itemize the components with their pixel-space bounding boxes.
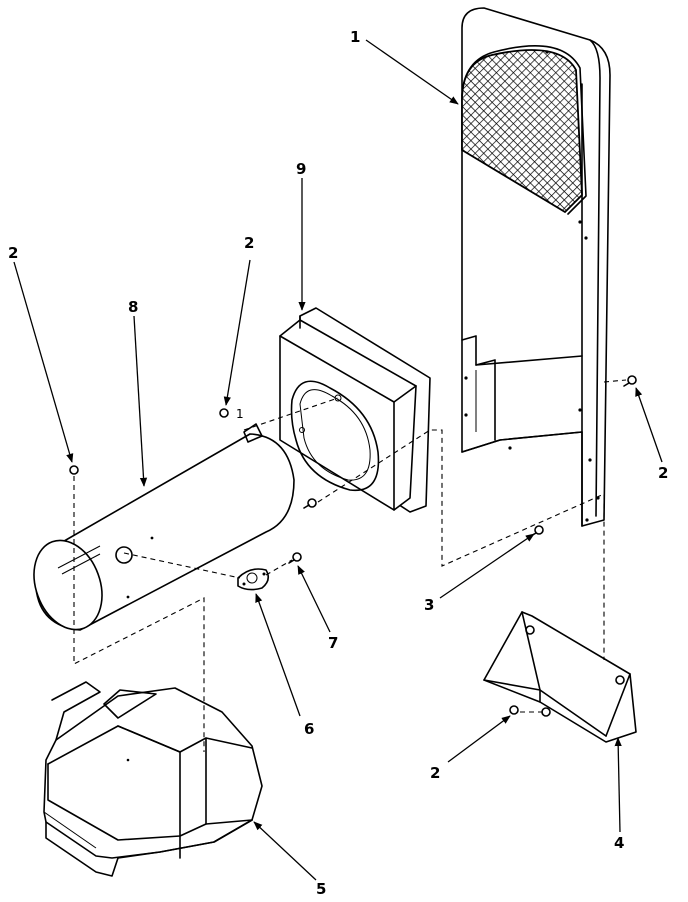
- screw-duct: [303, 498, 317, 509]
- callout-3: 3: [424, 596, 434, 614]
- screw-top: [219, 408, 229, 418]
- callout-1-small: 1: [236, 407, 244, 421]
- callout-7: 7: [328, 634, 338, 652]
- screw-bottom: [509, 705, 519, 715]
- callout-8: 8: [128, 298, 138, 316]
- bracket-part-4: [483, 611, 637, 743]
- leader-lines: [13, 39, 663, 881]
- callout-6: 6: [304, 720, 314, 738]
- thermostat-part-6: [237, 568, 270, 591]
- callout-2-right: 2: [658, 464, 668, 482]
- blower-housing-part-5: [43, 681, 263, 877]
- callout-1: 1: [350, 28, 360, 46]
- callout-2-top: 2: [244, 234, 254, 252]
- callout-5: 5: [316, 880, 326, 898]
- duct-opening: [290, 380, 380, 492]
- callout-labels: 1 2 2 8 9 1 2 3 7 6 2 4 5: [8, 28, 668, 898]
- exhaust-duct-part-8: [33, 423, 295, 631]
- assembly-lines: [73, 379, 627, 752]
- rear-panel-part-1: [461, 7, 611, 527]
- callout-9: 9: [296, 160, 306, 178]
- screw-part-7: [288, 552, 302, 564]
- duct-adapter-part-9: [279, 307, 431, 513]
- callout-2-bottom: 2: [430, 764, 440, 782]
- callout-4: 4: [614, 834, 624, 852]
- screw-right: [623, 375, 637, 387]
- callout-2-left: 2: [8, 244, 18, 262]
- screw-left: [69, 465, 79, 475]
